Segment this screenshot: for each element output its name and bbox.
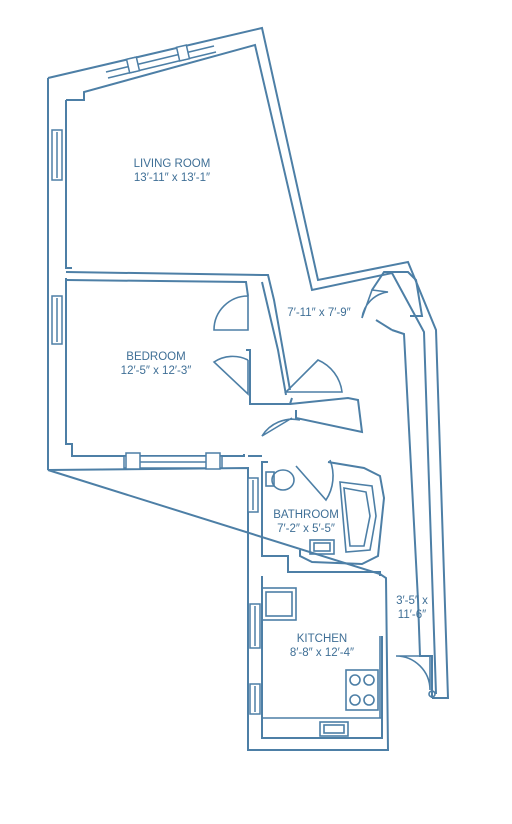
- window-bedroom-left: [51, 295, 63, 345]
- window-living-left: [51, 129, 63, 181]
- kitchen-sink-icon: [319, 721, 349, 737]
- kitchen-fixtures: [261, 587, 382, 737]
- hall-dims: 7′-11″ x 7′-9″: [287, 307, 350, 319]
- bedroom-name: BEDROOM: [126, 351, 185, 363]
- bedroom-dims: 12′-5″ x 12′-3″: [121, 365, 192, 377]
- refrigerator-icon: [261, 587, 297, 621]
- window-living-top: [105, 44, 217, 79]
- living-room-name: LIVING ROOM: [134, 158, 211, 170]
- interior-walls: [65, 271, 433, 698]
- corridor-dims-2: 11′-6″: [398, 609, 426, 621]
- doors: [212, 289, 436, 698]
- sink-icon: [309, 539, 335, 555]
- window-bedroom-bottom: [123, 452, 223, 470]
- door-entry: [395, 655, 431, 691]
- window-kitchen-left-1: [249, 603, 261, 649]
- counter-icon: [262, 636, 382, 719]
- door-bath-inner: [295, 459, 334, 502]
- stove-icon: [345, 669, 379, 711]
- window-kitchen-left-2: [249, 683, 261, 715]
- door-hall-closet: [361, 289, 389, 319]
- living-room-dims: 13′-11″ x 13′-1″: [134, 172, 210, 184]
- kitchen-dims: 8′-8″ x 12′-4″: [290, 647, 354, 659]
- outer-walls: [47, 26, 450, 751]
- room-labels: LIVING ROOM 13′-11″ x 13′-1″ 7′-11″ x 7′…: [121, 158, 428, 659]
- bathtub-icon: [339, 481, 377, 553]
- door-bathroom: [261, 417, 301, 437]
- bathroom-dims: 7′-2″ x 5′-5″: [277, 523, 335, 535]
- windows: [51, 44, 261, 715]
- bathroom-name: BATHROOM: [273, 509, 339, 521]
- toilet-icon: [265, 469, 295, 491]
- door-entry-knob: [428, 690, 436, 698]
- door-bedroom-closet-1: [213, 295, 249, 331]
- door-bedroom-closet-2: [212, 355, 249, 396]
- corridor-dims-1: 3′-5″ x: [396, 595, 428, 607]
- bathroom-fixtures: [265, 469, 377, 555]
- kitchen-name: KITCHEN: [297, 633, 347, 645]
- window-bath-left: [247, 477, 259, 513]
- door-bedroom: [284, 359, 343, 393]
